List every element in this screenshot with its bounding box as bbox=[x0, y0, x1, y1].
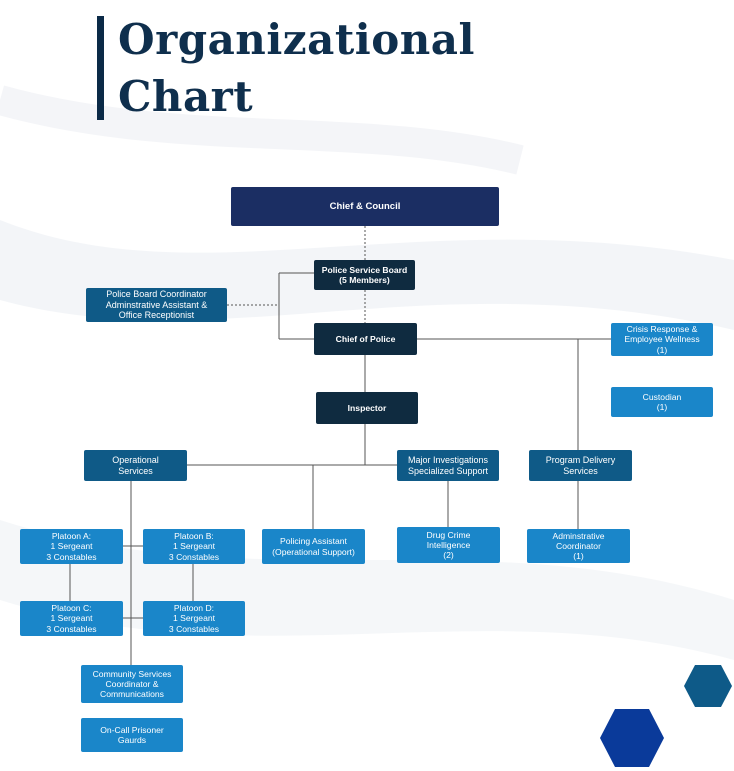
hexagon-teal-decoration bbox=[684, 665, 732, 707]
node-community-services[interactable]: Community Services Coordinator & Communi… bbox=[81, 665, 183, 703]
page-title-line2: Chart bbox=[118, 72, 254, 121]
node-program-delivery[interactable]: Program Delivery Services bbox=[529, 450, 632, 481]
hexagon-blue-decoration bbox=[600, 709, 664, 767]
node-inspector[interactable]: Inspector bbox=[316, 392, 418, 424]
page-title-line1: Organizational bbox=[118, 15, 475, 64]
node-platoon-b[interactable]: Platoon B: 1 Sergeant 3 Constables bbox=[143, 529, 245, 564]
title-accent-bar bbox=[97, 16, 104, 120]
node-custodian[interactable]: Custodian (1) bbox=[611, 387, 713, 417]
node-police-service-board[interactable]: Police Service Board (5 Members) bbox=[314, 260, 415, 290]
node-admin-coordinator[interactable]: Adminstrative Coordinator (1) bbox=[527, 529, 630, 563]
node-board-coordinator[interactable]: Police Board Coordinator Adminstrative A… bbox=[86, 288, 227, 322]
node-on-call-guards[interactable]: On-Call Prisoner Gaurds bbox=[81, 718, 183, 752]
node-platoon-c[interactable]: Platoon C: 1 Sergeant 3 Constables bbox=[20, 601, 123, 636]
node-chief-council[interactable]: Chief & Council bbox=[231, 187, 499, 226]
node-crisis-response[interactable]: Crisis Response & Employee Wellness (1) bbox=[611, 323, 713, 356]
node-operational-services[interactable]: Operational Services bbox=[84, 450, 187, 481]
node-platoon-d[interactable]: Platoon D: 1 Sergeant 3 Constables bbox=[143, 601, 245, 636]
node-drug-crime[interactable]: Drug Crime Intelligence (2) bbox=[397, 527, 500, 563]
node-policing-assistant[interactable]: Policing Assistant (Operational Support) bbox=[262, 529, 365, 564]
node-chief-of-police[interactable]: Chief of Police bbox=[314, 323, 417, 355]
node-platoon-a[interactable]: Platoon A: 1 Sergeant 3 Constables bbox=[20, 529, 123, 564]
node-major-investigations[interactable]: Major Investigations Specialized Support bbox=[397, 450, 499, 481]
